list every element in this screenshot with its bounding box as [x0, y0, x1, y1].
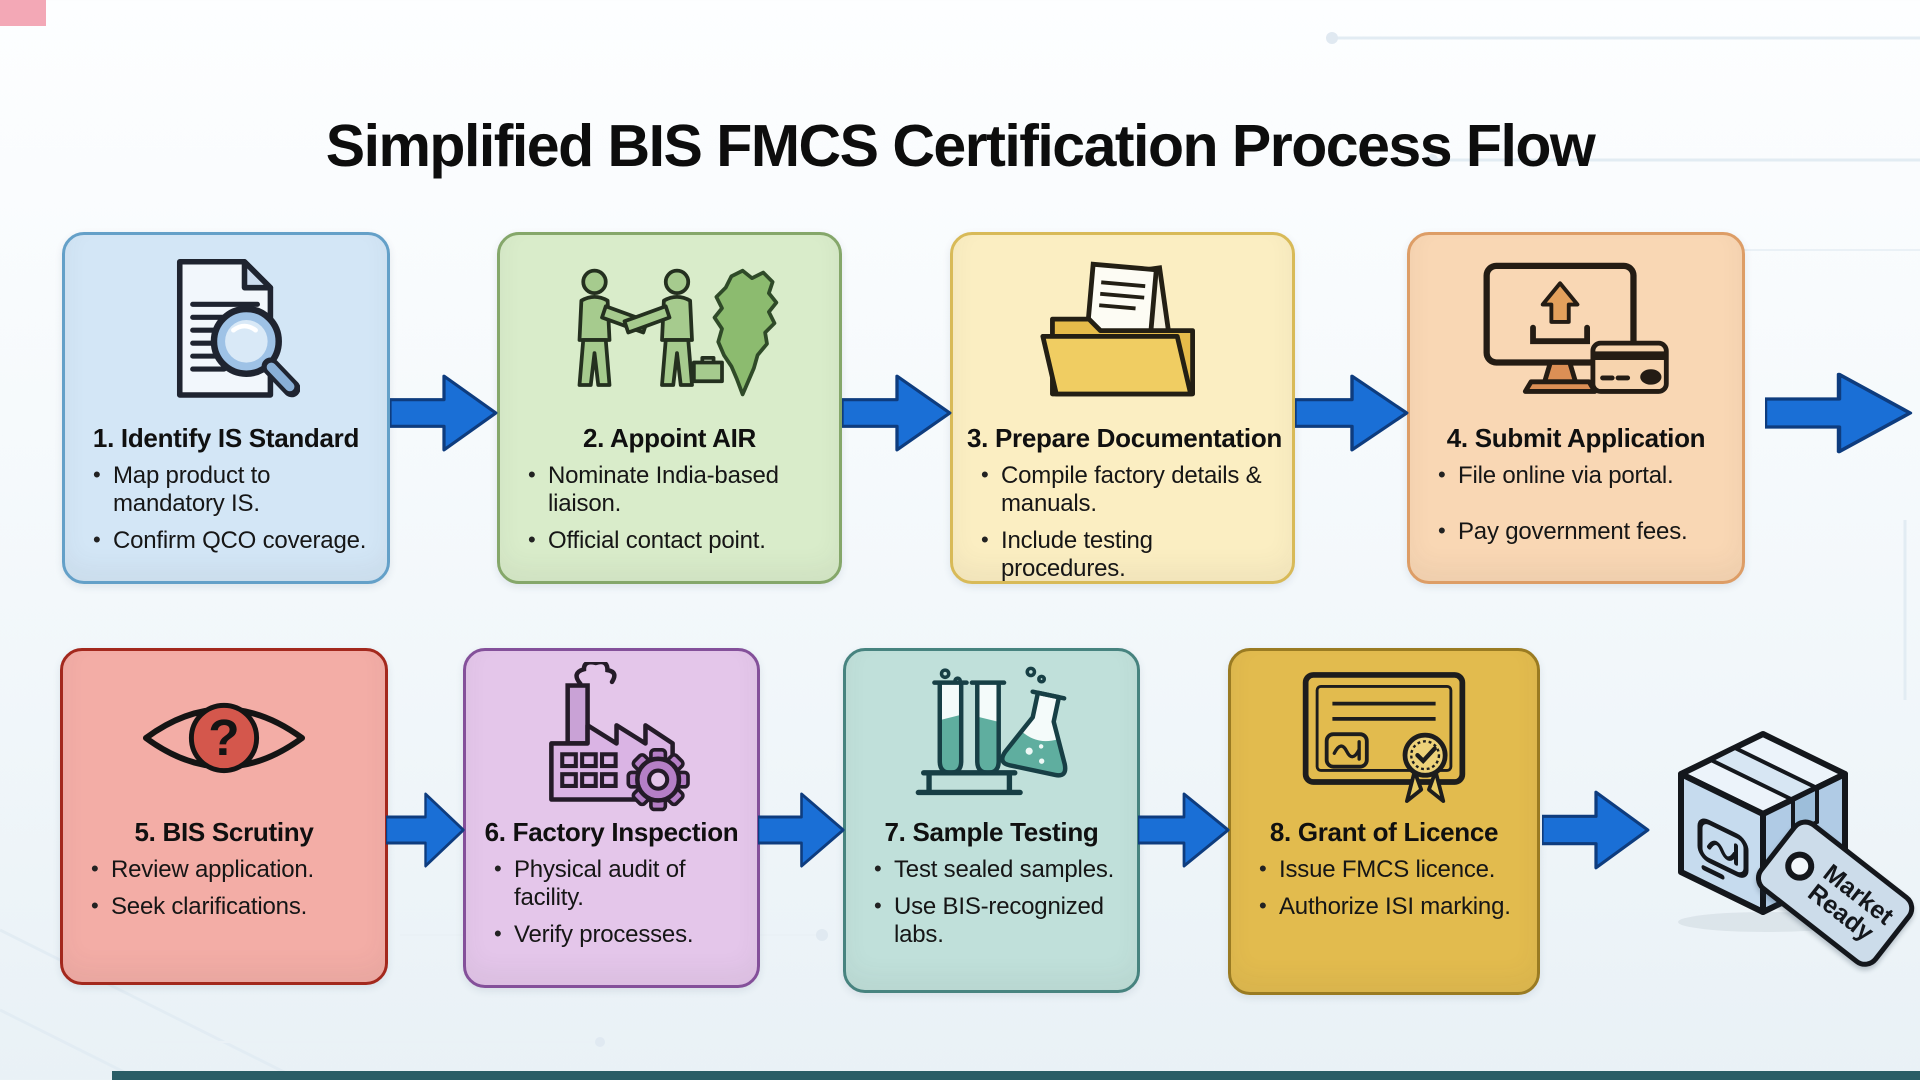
- corner-accent-chip: [0, 0, 46, 26]
- step-card-bis-scrutiny: ? 5. BIS Scrutiny Review application. Se…: [60, 648, 388, 985]
- bullet-item: File online via portal.: [1436, 462, 1724, 490]
- bullet-item: Nominate India-based liaison.: [526, 462, 821, 518]
- flow-arrow-icon: [758, 790, 845, 870]
- bullet-item: Confirm QCO coverage.: [91, 527, 369, 555]
- handshake-india-map-icon: [577, 268, 779, 397]
- tag-hole-icon: [1779, 845, 1821, 887]
- bullet-item: Official contact point.: [526, 527, 821, 555]
- market-ready-package: Market Ready: [1648, 716, 1920, 974]
- bullet-item: Verify processes.: [492, 921, 739, 949]
- svg-text:?: ?: [208, 708, 239, 766]
- bullet-item: Physical audit of facility.: [492, 856, 739, 912]
- step-card-grant-of-licence: 8. Grant of Licence Issue FMCS licence. …: [1228, 648, 1540, 995]
- bottom-accent-bar: [112, 1071, 1920, 1080]
- step-bullets: Test sealed samples. Use BIS-recognized …: [860, 856, 1123, 958]
- bullet-item: Include testing procedures.: [979, 527, 1274, 583]
- bullet-item: Pay government fees.: [1436, 518, 1724, 546]
- step-title: 7. Sample Testing: [884, 817, 1099, 847]
- bullet-item: Authorize ISI marking.: [1257, 893, 1519, 921]
- flow-arrow-icon: [1765, 370, 1913, 456]
- step-card-factory-inspection: 6. Factory Inspection Physical audit of …: [463, 648, 760, 988]
- step-title: 8. Grant of Licence: [1269, 817, 1499, 847]
- factory-gear-icon: [548, 662, 690, 812]
- step-title: 3. Prepare Documentation: [967, 423, 1282, 453]
- step-card-prepare-documentation: 3. Prepare Documentation Compile factory…: [950, 232, 1295, 584]
- step-bullets: Compile factory details & manuals. Inclu…: [967, 462, 1278, 592]
- step-title: 6. Factory Inspection: [484, 817, 739, 847]
- bullet-item: Use BIS-recognized labs.: [872, 893, 1119, 949]
- bullet-item: Issue FMCS licence.: [1257, 856, 1519, 884]
- step-title: 4. Submit Application: [1446, 423, 1706, 453]
- step-bullets: Issue FMCS licence. Authorize ISI markin…: [1245, 856, 1523, 930]
- flow-arrow-icon: [1542, 788, 1650, 872]
- flow-arrow-icon: [1138, 790, 1230, 870]
- step-bullets: Nominate India-based liaison. Official c…: [514, 462, 825, 564]
- step-bullets: Review application. Seek clarifications.: [77, 856, 371, 930]
- flow-arrow-icon: [1295, 372, 1409, 454]
- bullet-item: Review application.: [89, 856, 367, 884]
- document-magnifier-icon: [176, 259, 300, 398]
- bullet-item: Map product to mandatory IS.: [91, 462, 369, 518]
- step-card-sample-testing: 7. Sample Testing Test sealed samples. U…: [843, 648, 1140, 993]
- folder-documents-icon: [1039, 261, 1195, 396]
- flow-arrow-icon: [842, 372, 952, 454]
- flow-arrow-icon: [386, 790, 465, 870]
- step-bullets: Map product to mandatory IS. Confirm QCO…: [79, 462, 373, 564]
- bullet-item: Test sealed samples.: [872, 856, 1119, 884]
- step-title: 2. Appoint AIR: [583, 423, 756, 453]
- lab-testing-icon: [915, 666, 1067, 796]
- step-title: 5. BIS Scrutiny: [134, 817, 314, 847]
- flow-arrow-icon: [390, 372, 498, 454]
- upload-payment-icon: [1483, 262, 1669, 394]
- step-card-identify-is-standard: 1. Identify IS Standard Map product to m…: [62, 232, 390, 584]
- page-title: Simplified BIS FMCS Certification Proces…: [325, 112, 1596, 179]
- bullet-item: Compile factory details & manuals.: [979, 462, 1274, 518]
- step-card-appoint-air: 2. Appoint AIR Nominate India-based liai…: [497, 232, 842, 584]
- step-card-submit-application: 4. Submit Application File online via po…: [1407, 232, 1745, 584]
- scrutiny-eye-icon: ?: [142, 702, 306, 774]
- step-title: 1. Identify IS Standard: [92, 423, 360, 453]
- certificate-isi-icon: [1302, 672, 1466, 803]
- step-bullets: Physical audit of facility. Verify proce…: [480, 856, 743, 958]
- bullet-item: Seek clarifications.: [89, 893, 367, 921]
- step-bullets: File online via portal. Pay government f…: [1424, 462, 1728, 555]
